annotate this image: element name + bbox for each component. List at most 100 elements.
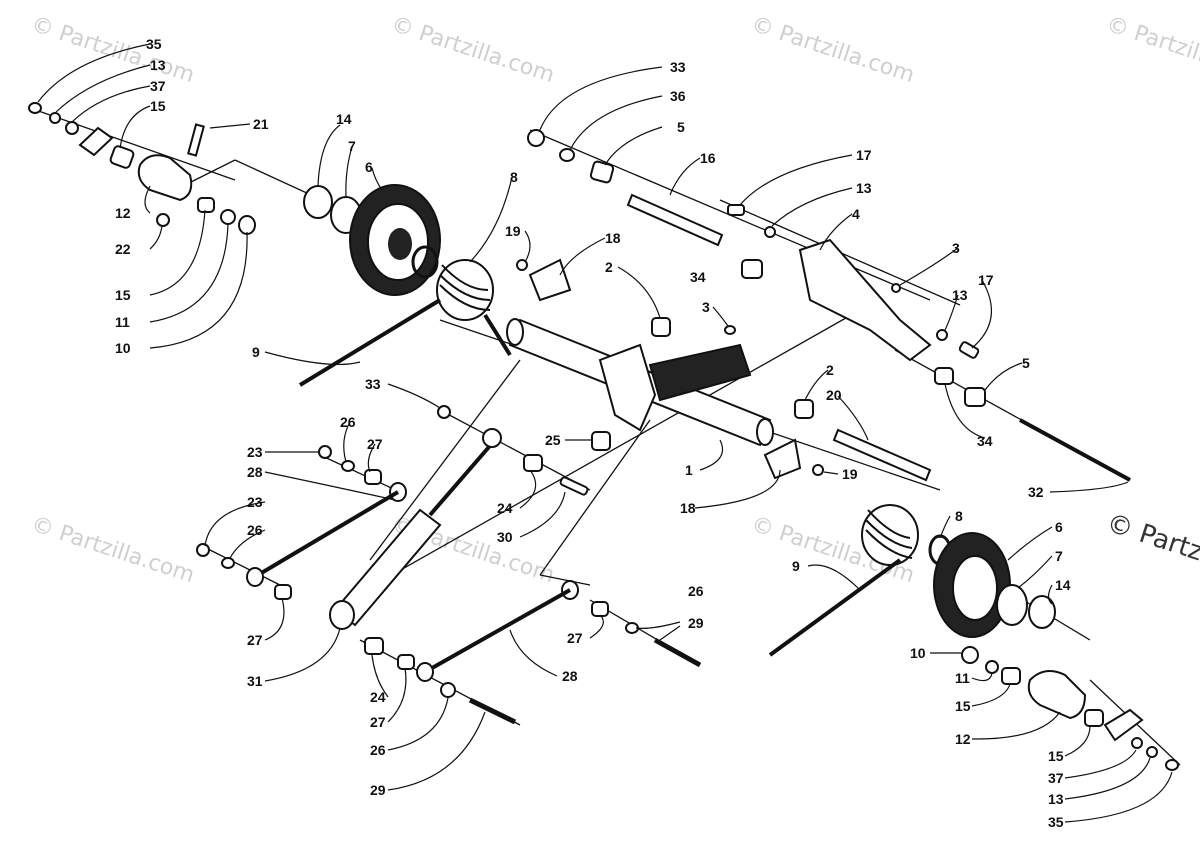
plate-left — [78, 126, 114, 157]
callout-26-mid: 26 — [688, 583, 704, 599]
shock-top-eye — [482, 428, 502, 448]
bushing-34-right — [934, 367, 954, 385]
callout-31: 31 — [247, 673, 263, 689]
washer-13-bottom — [1146, 746, 1158, 758]
nut-33-top — [527, 129, 545, 147]
callout-34-right: 34 — [977, 433, 993, 449]
washer-36 — [559, 148, 575, 162]
watermark-3: © Partzilla.com — [748, 12, 917, 88]
bolt-21 — [187, 123, 205, 157]
callout-13-top: 13 — [856, 180, 872, 196]
plate-right — [1103, 708, 1144, 742]
fitting-3-right — [891, 283, 901, 293]
bushing-2-bottom — [794, 399, 814, 419]
washer-26-b — [221, 557, 235, 569]
mount-12-left — [137, 154, 193, 202]
bushing-25 — [591, 431, 611, 451]
callout-32: 32 — [1028, 484, 1044, 500]
bolt-10-left — [238, 215, 256, 235]
callout-29-mid: 29 — [688, 615, 704, 631]
callout-19-bottom: 19 — [842, 466, 858, 482]
callout-14-right: 14 — [1055, 577, 1071, 593]
cross-shaft-assembly — [506, 258, 932, 482]
link-28-top — [256, 490, 400, 577]
callout-24-bottom: 24 — [370, 689, 386, 705]
bolt-29-a — [653, 637, 702, 668]
bearing-7-right — [996, 584, 1028, 626]
bolt-17-top — [727, 204, 745, 216]
callout-27-top: 27 — [367, 436, 383, 452]
washer-13-left — [49, 112, 61, 124]
callout-4: 4 — [852, 206, 860, 222]
bolt-10-right — [961, 646, 979, 664]
callout-37-bottom: 37 — [1048, 770, 1064, 786]
bracket-18-top — [528, 258, 572, 302]
bushing-15-left — [109, 145, 135, 169]
left-idler-assembly — [28, 102, 256, 235]
bushing-34-top — [741, 259, 763, 279]
callout-19-top: 19 — [505, 223, 521, 239]
callout-15-left-b: 15 — [115, 287, 131, 303]
washer-19-bottom — [812, 464, 824, 476]
shock-rod — [428, 438, 497, 517]
shock-assembly — [329, 405, 589, 655]
spacer-27-d — [397, 654, 415, 670]
callout-18-bottom: 18 — [680, 500, 696, 516]
callout-23-top: 23 — [247, 444, 263, 460]
callout-10-right: 10 — [910, 645, 926, 661]
shaft-20 — [832, 428, 932, 482]
callout-30: 30 — [497, 529, 513, 545]
callout-6-right: 6 — [1055, 519, 1063, 535]
pivot-arm-body — [648, 343, 752, 402]
link-28-bottom — [424, 588, 571, 674]
fitting-3-center — [724, 325, 736, 335]
washer-37-right — [1131, 737, 1143, 749]
callout-12-left: 12 — [115, 205, 131, 221]
shaft-16 — [626, 193, 724, 247]
callout-18-top: 18 — [605, 230, 621, 246]
callout-6-left: 6 — [365, 159, 373, 175]
callout-29-bottom: 29 — [370, 782, 386, 798]
washer-37-left — [65, 121, 79, 135]
nut-22 — [156, 213, 170, 227]
bushing-5-top — [589, 160, 615, 184]
spacer-27-c — [591, 601, 609, 617]
watermarks: © Partzilla.com © Partzilla.com © Partzi… — [28, 12, 1200, 588]
bolt-35-right — [1165, 759, 1179, 771]
watermark-edge: © Partzil — [1103, 508, 1200, 572]
callout-28-bottom: 28 — [562, 668, 578, 684]
bearing-14-right — [1028, 595, 1056, 629]
spacer-24-bottom — [364, 637, 384, 655]
callout-1: 1 — [685, 462, 693, 478]
washer-11-right — [985, 660, 999, 674]
callout-9-right: 9 — [792, 558, 800, 574]
callout-13-top-left: 13 — [150, 57, 166, 73]
callout-8-bottom: 8 — [955, 508, 963, 524]
callout-17-top: 17 — [856, 147, 872, 163]
callout-22: 22 — [115, 241, 131, 257]
callout-11-left: 11 — [115, 314, 130, 330]
spring-arm-9-left — [298, 298, 442, 387]
arm-4 — [798, 238, 932, 362]
leader-lines — [37, 43, 1173, 823]
callout-2-bottom: 2 — [826, 362, 834, 378]
callout-16: 16 — [700, 150, 716, 166]
bolt-30 — [559, 476, 589, 496]
callout-7-left: 7 — [348, 138, 356, 154]
callout-34-top: 34 — [690, 269, 706, 285]
callout-37-top: 37 — [150, 78, 166, 94]
right-wheel-assembly — [768, 504, 1179, 771]
spacer-27-a — [364, 469, 382, 485]
callout-3-right: 3 — [952, 240, 960, 256]
left-torsion-spring — [298, 259, 512, 387]
callout-23-bottom: 23 — [247, 494, 263, 510]
callout-26-top: 26 — [340, 414, 356, 430]
left-wheel-assembly — [303, 184, 441, 296]
watermark-4: © Partzilla.com — [1103, 12, 1200, 88]
nut-33-mid — [437, 405, 451, 419]
washer-19-top — [516, 259, 528, 271]
upper-arm-assembly — [527, 129, 1131, 482]
bracket-18-bottom — [763, 438, 802, 480]
watermark-5: © Partzilla.com — [28, 512, 197, 588]
callout-11-right: 11 — [955, 670, 970, 686]
